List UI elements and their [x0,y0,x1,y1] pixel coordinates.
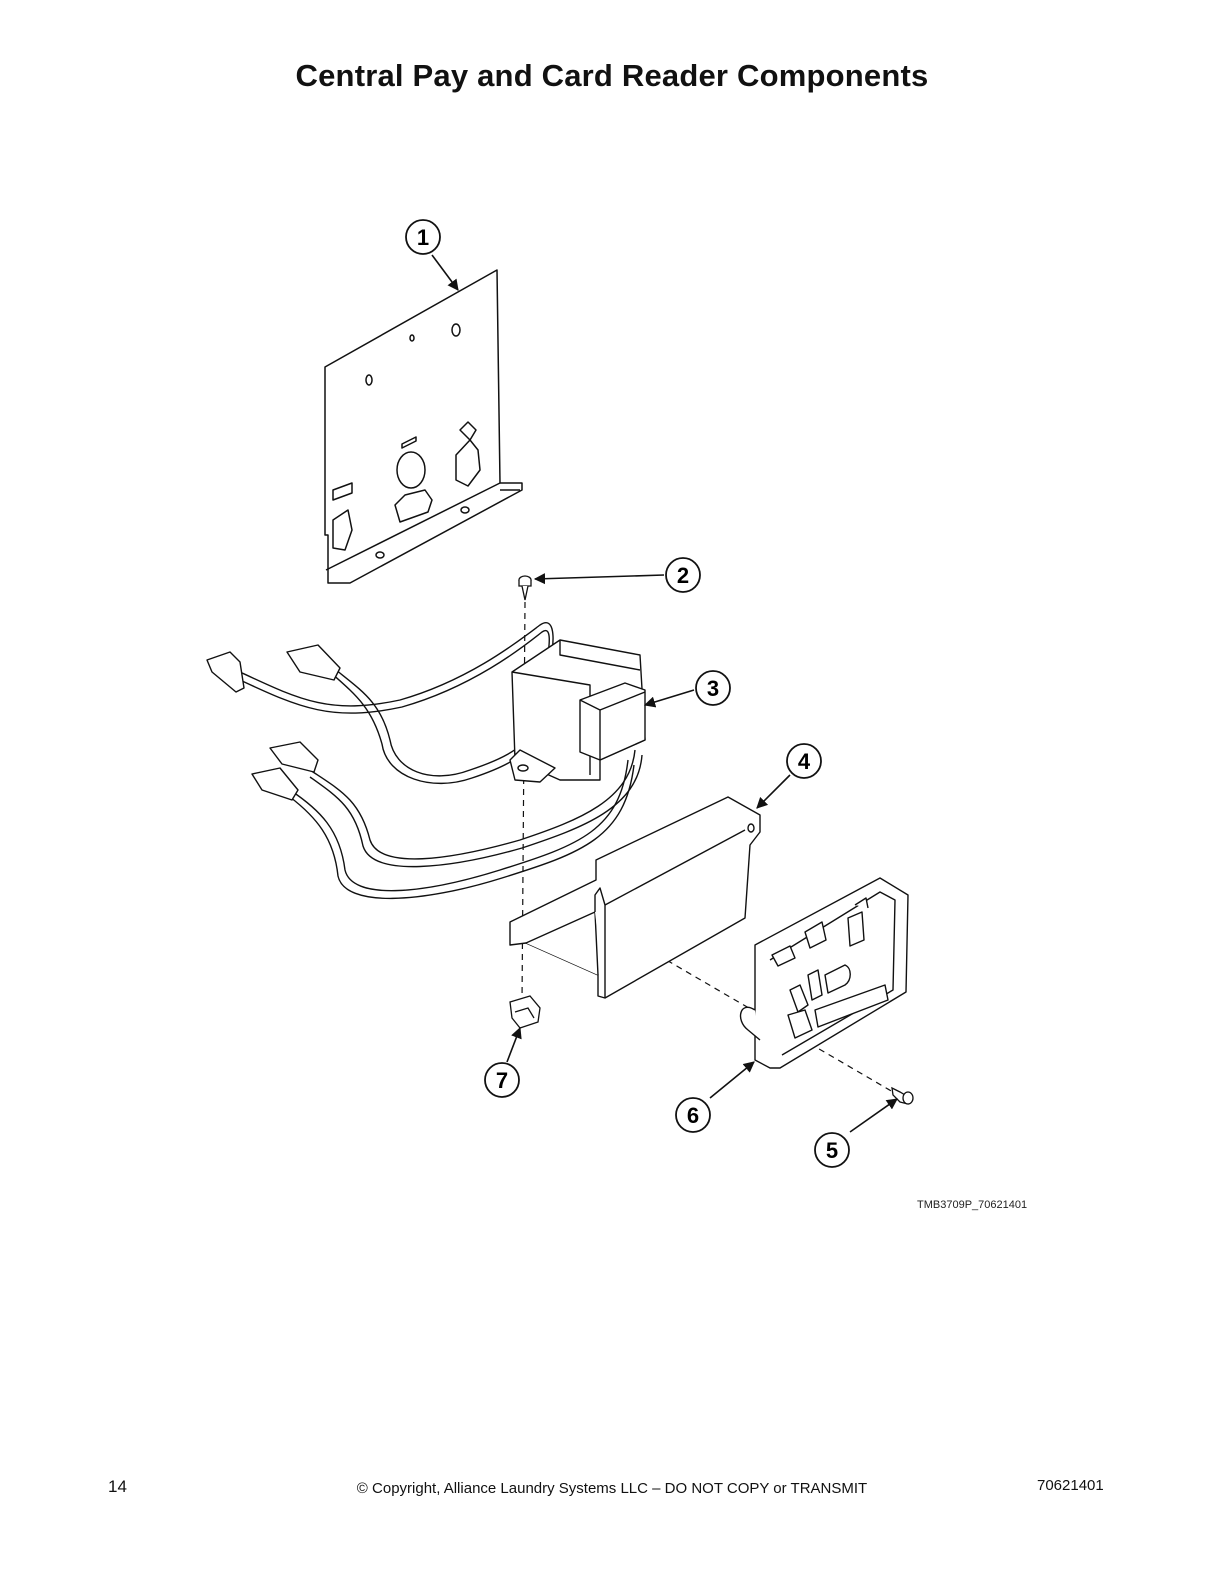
callout-label: 3 [707,676,719,701]
callout-3: 3 [695,670,731,706]
callout-label: 4 [798,749,811,774]
figure-code: TMB3709P_70621401 [917,1199,1028,1211]
callout-5: 5 [814,1132,850,1168]
callout-label: 2 [677,563,689,588]
part-6-card-reader-board [739,877,909,1069]
callout-2: 2 [665,557,701,593]
callout-label: 5 [826,1138,838,1163]
part-1-mounting-plate [324,269,523,584]
leader-arrows [431,254,898,1133]
document-number: 70621401 [1037,1477,1104,1494]
part-2-screw [518,575,532,601]
part-4-bracket-housing [509,796,761,999]
callout-4: 4 [786,743,822,779]
part-3-transformer [206,622,646,900]
part-7-clip [509,995,541,1029]
copyright-notice: © Copyright, Alliance Laundry Systems LL… [356,1480,868,1497]
callout-label: 1 [417,225,429,250]
callout-label: 7 [496,1068,508,1093]
part-5-screw [891,1086,914,1105]
page-number: 14 [108,1477,127,1496]
callout-label: 6 [687,1103,699,1128]
page-title: Central Pay and Card Reader Components [295,58,929,93]
callout-7: 7 [484,1062,520,1098]
callout-1: 1 [405,219,441,255]
callout-6: 6 [675,1097,711,1133]
